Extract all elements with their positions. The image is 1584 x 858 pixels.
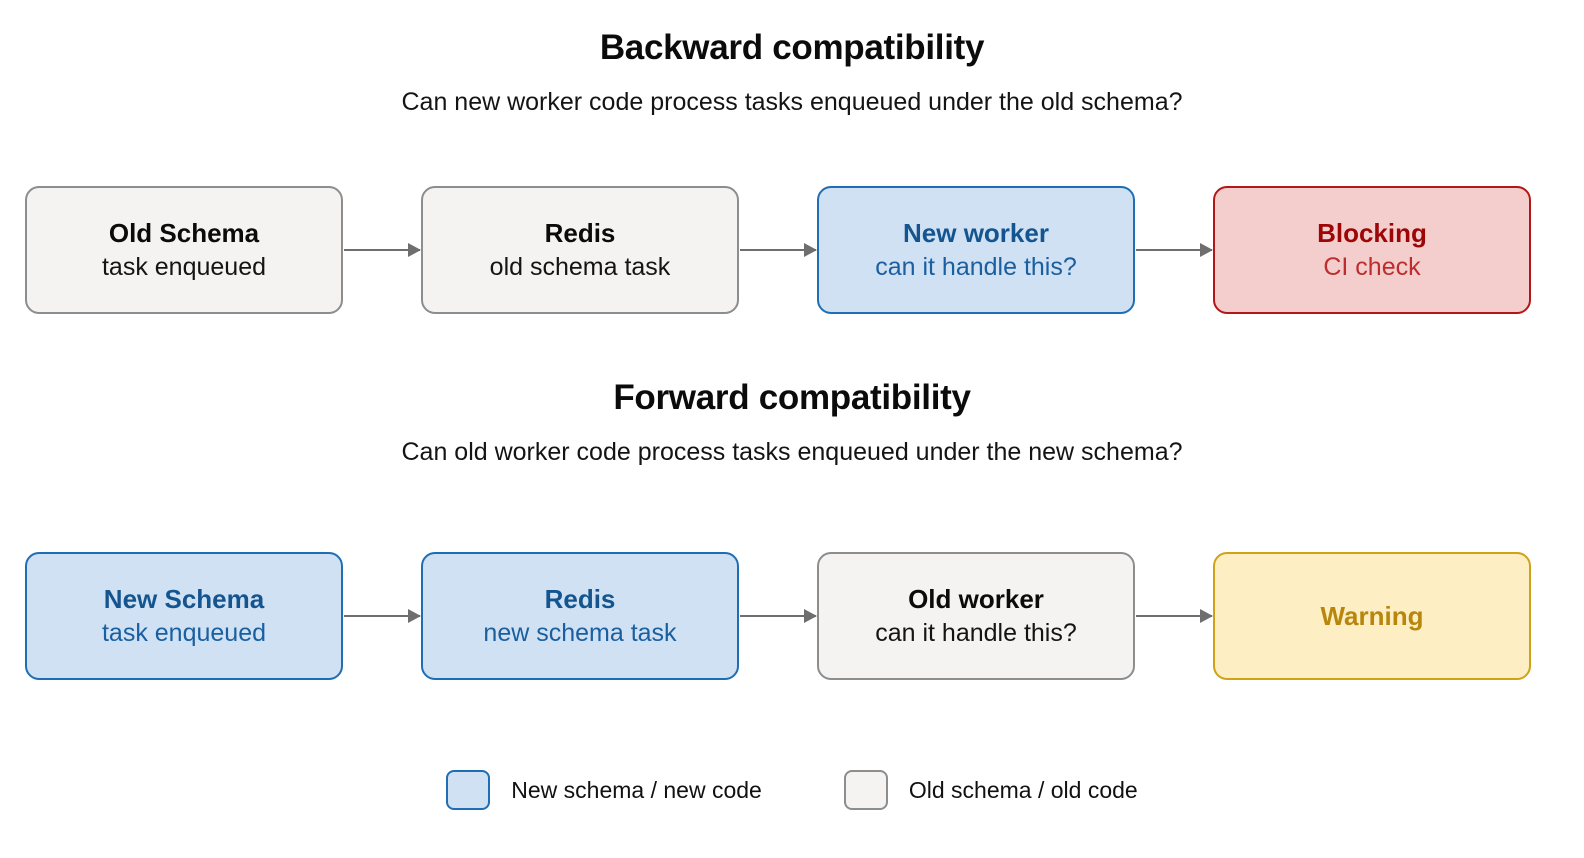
node-old-schema[interactable]: Old Schema task enqueued (25, 186, 343, 314)
node-new-schema[interactable]: New Schema task enqueued (25, 552, 343, 680)
node-subtitle: CI check (1323, 252, 1421, 281)
arrow-redis-to-old-worker (740, 609, 817, 623)
legend-swatch-blue-icon (446, 770, 491, 810)
arrow-redis-to-new-worker (740, 243, 817, 257)
legend-label-old: Old schema / old code (908, 776, 1138, 803)
node-title: Redis (544, 584, 616, 615)
node-warning[interactable]: Warning (1213, 552, 1531, 680)
node-title: Old Schema (108, 218, 260, 249)
node-title: Blocking (1317, 218, 1427, 249)
node-title: Old worker (908, 584, 1044, 615)
flow-row-backward: Old Schema task enqueued Redis old schem… (0, 186, 1584, 314)
node-subtitle: task enqueued (101, 618, 267, 647)
legend-item-new: New schema / new code (446, 770, 762, 810)
section-title-backward: Backward compatibility (599, 28, 985, 67)
arrow-new-schema-to-redis (344, 609, 421, 623)
node-redis-old[interactable]: Redis old schema task (421, 186, 739, 314)
node-redis-new[interactable]: Redis new schema task (421, 552, 739, 680)
section-title-forward: Forward compatibility (613, 378, 971, 417)
legend-swatch-gray-icon (843, 770, 888, 810)
node-title: New worker (903, 218, 1049, 249)
arrow-old-schema-to-redis (344, 243, 421, 257)
node-subtitle: old schema task (489, 252, 671, 281)
node-subtitle: can it handle this? (875, 252, 1077, 281)
node-subtitle: can it handle this? (875, 618, 1077, 647)
arrow-new-worker-to-blocking (1136, 243, 1213, 257)
legend-item-old: Old schema / old code (843, 770, 1138, 810)
legend: New schema / new code Old schema / old c… (0, 768, 1584, 812)
node-blocking-ci[interactable]: Blocking CI check (1213, 186, 1531, 314)
node-old-worker[interactable]: Old worker can it handle this? (817, 552, 1135, 680)
node-title: Redis (544, 218, 616, 249)
node-new-worker[interactable]: New worker can it handle this? (817, 186, 1135, 314)
node-subtitle: new schema task (483, 618, 677, 647)
flow-row-forward: New Schema task enqueued Redis new schem… (0, 552, 1584, 680)
section-subtitle-backward: Can new worker code process tasks enqueu… (401, 88, 1183, 116)
legend-label-new: New schema / new code (511, 776, 762, 803)
node-subtitle: task enqueued (101, 252, 267, 281)
node-title: New Schema (103, 584, 265, 615)
section-subtitle-forward: Can old worker code process tasks enqueu… (401, 438, 1183, 466)
node-title: Warning (1320, 600, 1424, 631)
arrow-old-worker-to-warning (1136, 609, 1213, 623)
